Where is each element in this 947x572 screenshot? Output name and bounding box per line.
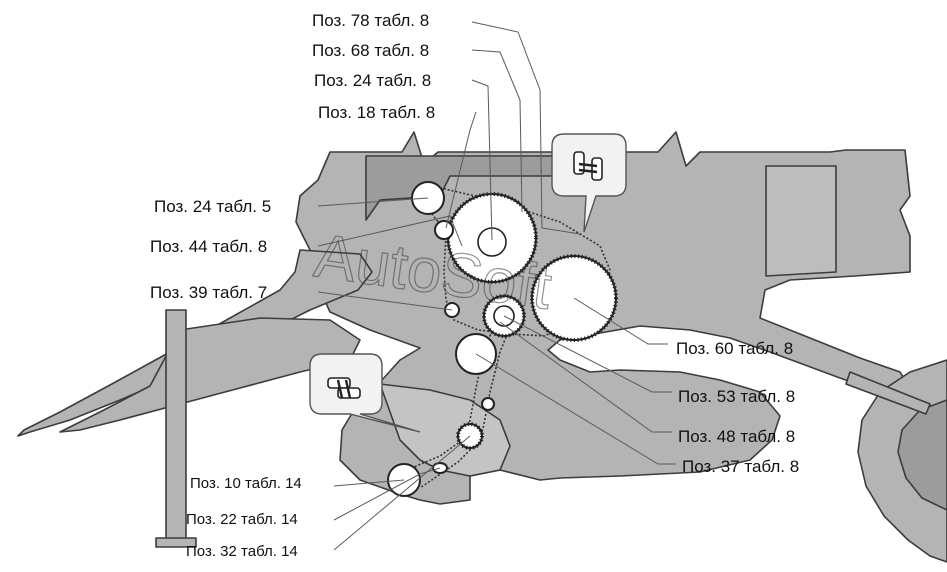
lower-strut (59, 317, 361, 433)
reel-hub (897, 399, 947, 511)
right-panel (765, 165, 837, 277)
leader-l01 (471, 21, 581, 235)
label-pos24-tab8: Поз. 24 табл. 8 (314, 71, 431, 90)
label-pos48-tab8: Поз. 48 табл. 8 (678, 427, 795, 446)
callout-upper (551, 133, 627, 233)
callout-lower-bubble (309, 353, 421, 433)
callout-upper-bubble (551, 133, 627, 233)
lower-chain-return (419, 321, 513, 489)
label-pos32-tab14: Поз. 32 табл. 14 (186, 543, 298, 560)
label-pos37-tab8: Поз. 37 табл. 8 (682, 457, 799, 476)
leader-l06 (317, 215, 463, 247)
label-pos39-tab7: Поз. 39 табл. 7 (150, 283, 267, 302)
sprocket-large-right-teeth (530, 254, 618, 342)
support-foot (155, 537, 197, 548)
leader-l14 (333, 435, 471, 551)
leader-l04 (445, 111, 477, 229)
lower-bracket (379, 383, 511, 477)
label-pos78-tab8: Поз. 78 табл. 8 (312, 11, 429, 30)
leader-l02 (471, 49, 523, 213)
leader-lines (317, 21, 676, 551)
position-labels: Поз. 78 табл. 8 Поз. 68 табл. 8 Поз. 24 … (150, 11, 799, 560)
sprocket-upper-main-teeth (446, 192, 538, 284)
leader-l07 (317, 291, 453, 311)
sprocket-lower-teeth (456, 422, 484, 450)
leader-l08 (573, 297, 668, 345)
tensioner-roller (481, 397, 495, 411)
leader-l10 (499, 321, 672, 433)
leader-l13 (333, 467, 441, 521)
support-column (165, 309, 187, 543)
leader-l12 (333, 479, 405, 487)
double-sprocket-teeth (482, 294, 526, 338)
chain-link-icon (327, 377, 361, 399)
leader-l09 (503, 315, 672, 393)
label-pos18-tab8: Поз. 18 табл. 8 (318, 103, 435, 122)
idler-small (434, 220, 454, 240)
label-pos53-tab8: Поз. 53 табл. 8 (678, 387, 795, 406)
label-pos60-tab8: Поз. 60 табл. 8 (676, 339, 793, 358)
label-pos68-tab8: Поз. 68 табл. 8 (312, 41, 429, 60)
label-pos22-tab14: Поз. 22 табл. 14 (186, 511, 298, 528)
leader-l03 (471, 79, 493, 241)
label-pos10-tab14: Поз. 10 табл. 14 (190, 475, 302, 492)
callout-lower (309, 353, 421, 433)
leader-l11 (475, 353, 676, 465)
label-pos44-tab8: Поз. 44 табл. 8 (150, 237, 267, 256)
leader-l05 (317, 197, 429, 207)
chain-link-icon (573, 151, 603, 181)
label-pos24-tab5: Поз. 24 табл. 5 (154, 197, 271, 216)
reel-shaft (845, 371, 931, 415)
